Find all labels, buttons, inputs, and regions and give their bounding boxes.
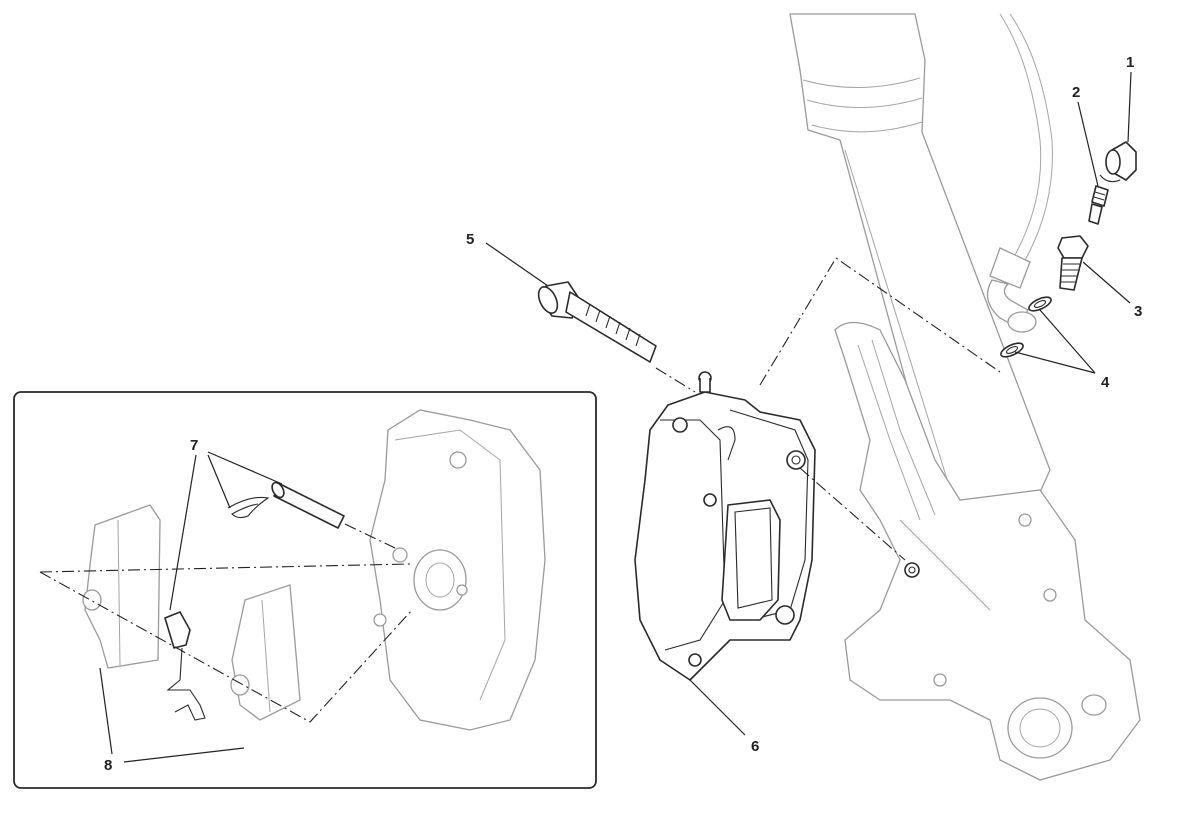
fork-leg — [789, 13, 1051, 521]
callout-3: 3 — [1134, 303, 1142, 320]
callout-labels: 1 2 3 4 5 6 7 8 — [104, 54, 1142, 774]
inset-caliper — [369, 409, 546, 731]
callout-4: 4 — [1101, 374, 1110, 391]
callout-8: 8 — [104, 757, 112, 774]
callout-7: 7 — [190, 437, 198, 454]
callout-6: 6 — [751, 738, 759, 755]
callout-2: 2 — [1072, 84, 1080, 101]
callout-1: 1 — [1126, 54, 1134, 71]
leader-lines — [99, 71, 1132, 763]
part-7-pin-and-clip — [227, 481, 345, 529]
callout-5: 5 — [466, 231, 474, 248]
part-2-bleed-valve — [1088, 185, 1109, 225]
part-5-caliper-bolt — [537, 281, 657, 363]
part-1-bleed-valve-cap — [1099, 141, 1137, 183]
alignment-lines — [39, 257, 1001, 723]
part-4-sealing-washers — [1000, 296, 1052, 358]
part-3-banjo-bolt — [1057, 235, 1089, 291]
inset-pad-spring — [164, 611, 206, 721]
brake-hose — [986, 13, 1053, 333]
part-6-brake-caliper — [634, 371, 816, 681]
part-8-brake-pads — [82, 504, 301, 721]
fork-foot-bracket — [834, 321, 1141, 781]
